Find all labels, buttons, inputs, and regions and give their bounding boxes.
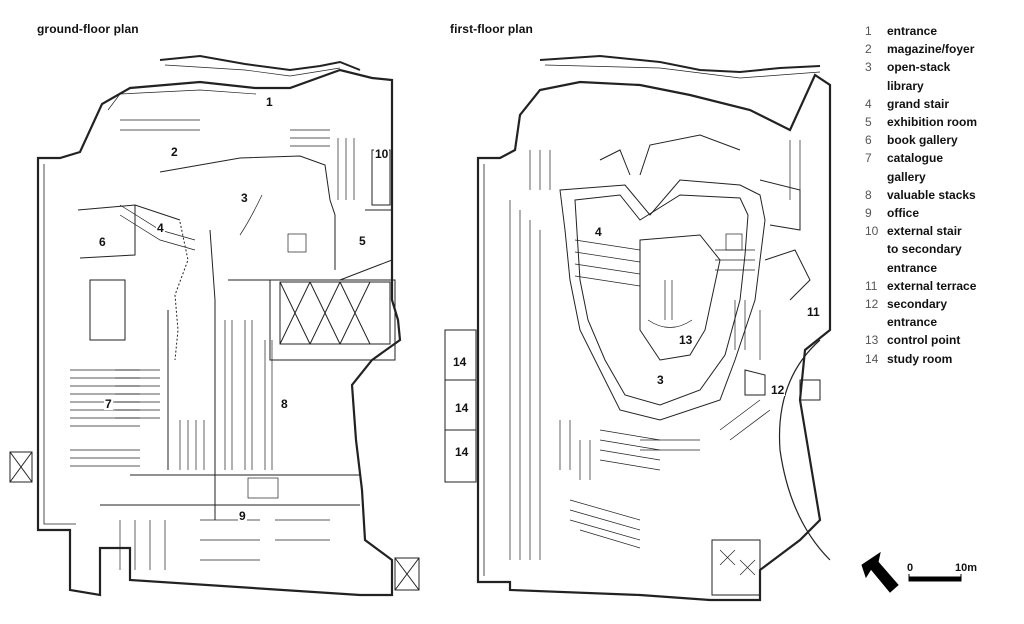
- ground-label-6: 6: [98, 235, 107, 249]
- legend-number: 9: [865, 206, 872, 221]
- first-floor-title: first-floor plan: [450, 22, 533, 36]
- legend-text: catalogue: [887, 151, 944, 166]
- legend-item-13: 13 control point: [865, 331, 1020, 349]
- ground-label-10: 10: [374, 147, 390, 161]
- scale-end-label: 10m: [955, 562, 978, 574]
- legend-item-9: 9 office: [865, 204, 1020, 222]
- legend-text: control point: [887, 333, 961, 348]
- ground-label-8: 8: [280, 397, 289, 411]
- legend-item-3-continued: library: [887, 78, 924, 93]
- ground-floor-furniture: [70, 119, 355, 570]
- legend-item-1: 1 entrance: [865, 22, 1020, 40]
- legend-number: 11: [865, 278, 878, 293]
- legend-item-4: 4 grand stair: [865, 95, 1020, 113]
- legend-text: external stair: [887, 224, 962, 239]
- legend-number: 3: [865, 60, 872, 75]
- legend-item-11: 11 external terrace: [865, 277, 1020, 295]
- legend-text: exhibition room: [887, 115, 977, 130]
- first-floor-furniture: [509, 140, 801, 576]
- legend-text: valuable stacks: [887, 187, 976, 202]
- ground-label-9: 9: [238, 509, 247, 523]
- first-floor-outline: [444, 54, 832, 602]
- legend-number: 8: [865, 187, 872, 202]
- ground-label-1: 1: [265, 95, 274, 109]
- ground-floor-title: ground-floor plan: [37, 22, 139, 36]
- legend-number: 5: [865, 115, 872, 130]
- first-label-11: 11: [806, 305, 821, 319]
- legend-item-10: 10 external stair: [865, 222, 1020, 240]
- legend-text: open-stack: [887, 60, 951, 75]
- legend-item-3: 3 open-stack: [865, 58, 1020, 76]
- legend-number: 12: [865, 297, 879, 312]
- ground-label-5: 5: [358, 234, 367, 248]
- ground-label-4: 4: [156, 221, 165, 235]
- legend-item-8: 8 valuable stacks: [865, 186, 1020, 204]
- first-label-3: 3: [656, 373, 665, 387]
- legend-text: study room: [887, 351, 953, 366]
- legend-text: book gallery: [887, 133, 958, 148]
- ground-floor-outline: [9, 54, 420, 597]
- legend-number: 1: [865, 24, 872, 38]
- legend-number: 10: [865, 224, 879, 239]
- legend-item-12-continued: entrance: [887, 315, 938, 330]
- legend-item-2: 2 magazine/foyer: [865, 40, 1020, 58]
- legend-text: secondary: [887, 297, 948, 312]
- legend-text: grand stair: [887, 96, 950, 111]
- legend-text: office: [887, 206, 920, 221]
- legend-item-14: 14 study room: [865, 350, 1020, 368]
- legend-item-6: 6 book gallery: [865, 131, 1020, 149]
- legend-number: 6: [865, 133, 872, 148]
- ground-label-7: 7: [104, 397, 113, 411]
- ground-label-3: 3: [240, 191, 249, 205]
- legend-item-5: 5 exhibition room: [865, 113, 1020, 131]
- legend: 1 entrance 2 magazine/foyer 3 open-stack libra…: [865, 22, 1020, 368]
- legend-number: 13: [865, 333, 879, 348]
- first-label-14b: 14: [454, 401, 470, 415]
- legend-number: 14: [865, 351, 879, 366]
- legend-number: 2: [865, 42, 872, 57]
- scale-bar: [908, 574, 962, 582]
- legend-text: entrance: [887, 24, 938, 38]
- first-label-14a: 14: [452, 355, 468, 369]
- legend-item-7: 7 catalogue: [865, 149, 1020, 167]
- legend-text: external terrace: [887, 278, 977, 293]
- first-label-13: 13: [678, 333, 694, 347]
- legend-text: magazine/foyer: [887, 42, 975, 57]
- first-label-14c: 14: [454, 445, 470, 459]
- first-label-4: 4: [594, 225, 603, 239]
- legend-item-7-continued: gallery: [887, 169, 926, 184]
- legend-item-10-continued: entrance: [887, 260, 938, 275]
- legend-item-12: 12 secondary: [865, 295, 1020, 313]
- ground-label-2: 2: [170, 145, 179, 159]
- scale-start-label: 0: [907, 562, 914, 574]
- legend-number: 4: [865, 96, 872, 111]
- first-label-12: 12: [770, 383, 786, 397]
- north-arrow-icon: [861, 551, 899, 593]
- legend-item-10-continued: to secondary: [887, 242, 962, 257]
- legend-number: 7: [865, 151, 872, 166]
